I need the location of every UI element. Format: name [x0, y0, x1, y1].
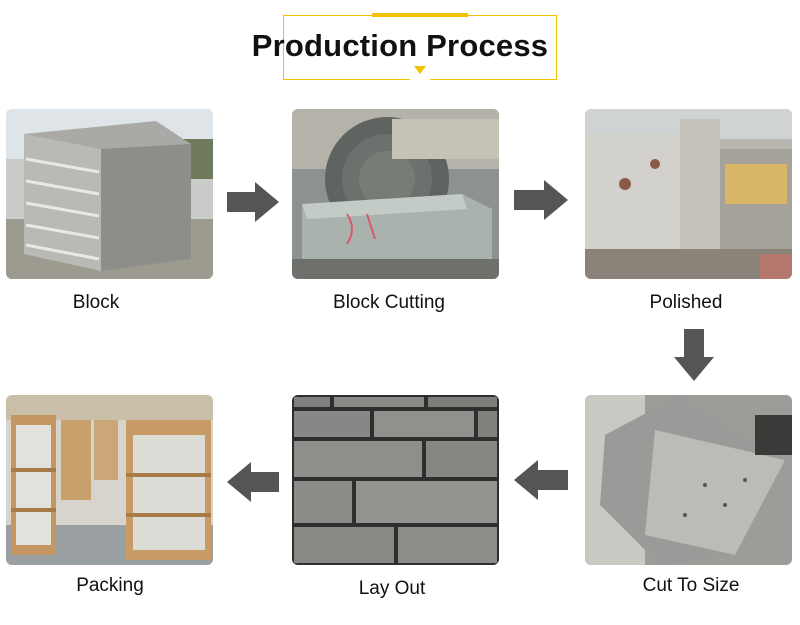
arrow-down-icon — [674, 329, 714, 381]
step-label-packing: Packing — [76, 575, 144, 596]
step-label-block: Block — [72, 292, 120, 313]
arrow-right-icon — [227, 182, 279, 222]
arrow-left-icon — [227, 462, 279, 502]
block-photo — [6, 109, 213, 279]
title-frame-bottom-right — [430, 79, 557, 80]
page-title: Production Process — [251, 28, 549, 63]
arrow-left-icon — [514, 460, 568, 500]
step-label-polished: Polished — [649, 292, 723, 313]
step-label-cut-to-size: Cut To Size — [642, 575, 740, 596]
chevron-down-icon — [414, 66, 426, 74]
lay-out-photo — [292, 395, 499, 565]
title-frame-bottom-left — [283, 79, 410, 80]
block-cutting-photo — [292, 109, 499, 279]
polishing-photo — [585, 109, 792, 279]
step-label-lay-out: Lay Out — [358, 578, 426, 599]
title-frame — [283, 15, 557, 80]
arrow-right-icon — [514, 180, 568, 220]
packing-photo — [6, 395, 213, 565]
step-label-block-cutting: Block Cutting — [333, 292, 445, 313]
cut-to-size-photo — [585, 395, 792, 565]
